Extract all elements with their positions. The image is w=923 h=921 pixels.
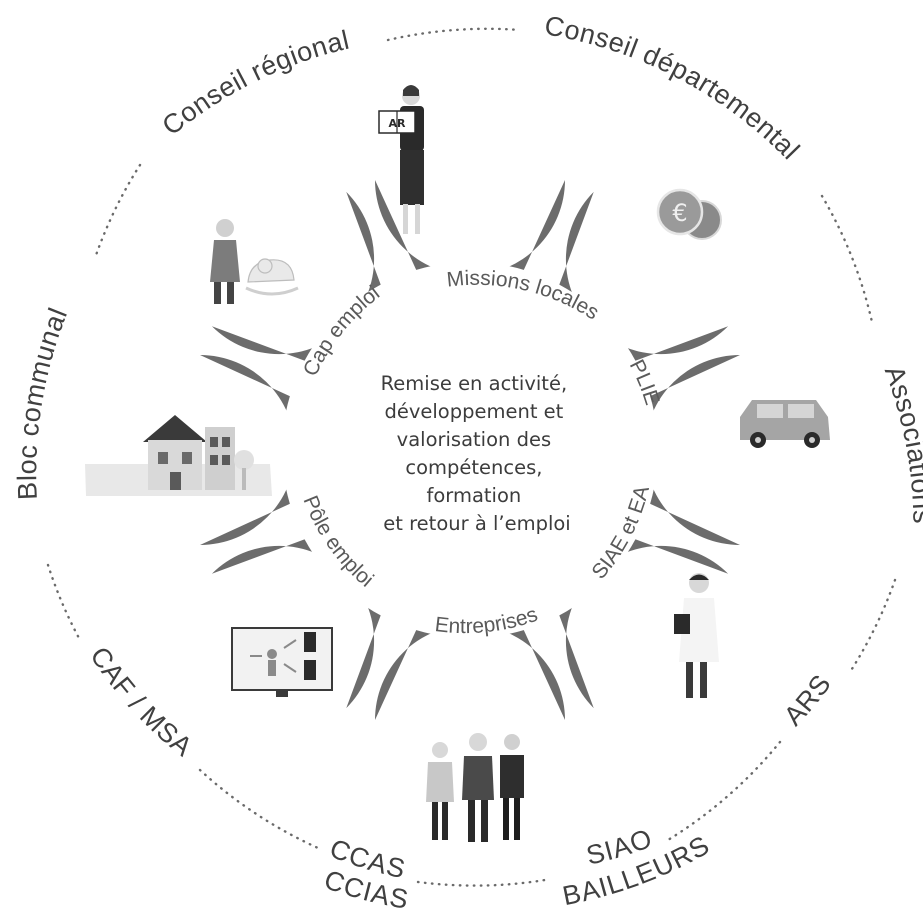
petal-label-resocialisation: Resocialisation & remobilisation <box>424 672 529 724</box>
outer-label-conseil-departemental: Conseil départemental <box>542 10 805 165</box>
svg-text:€: € <box>672 199 687 227</box>
ar-badge-text: AR <box>389 117 407 130</box>
houses-icon <box>85 415 272 496</box>
car-icon <box>740 400 830 448</box>
petal-label-sante: Santé <box>611 624 650 640</box>
petal-label-garde: Garde d'enfant <box>280 212 336 246</box>
petal-label-droits: Accès aux droits <box>236 580 303 614</box>
outer-label-caf-msa: CAF / MSA <box>84 641 198 762</box>
outer-dotted-circle <box>46 27 897 887</box>
center-mission-text: Remise en activité, développement et val… <box>381 372 574 535</box>
outer-label-conseil-regional: Conseil régional <box>157 25 353 142</box>
petal-label-mobilite: Mobilité <box>758 472 811 488</box>
screen-icon <box>231 627 333 697</box>
petal-label-logement: Logement <box>194 388 262 404</box>
center-circle <box>282 262 658 638</box>
outer-label-ars: ARS <box>778 669 837 731</box>
outer-label-associations: Associations <box>879 362 923 524</box>
euro-coins-icon: € <box>656 188 722 240</box>
petal-label-finances: Situation financière <box>647 266 714 300</box>
outer-label-bloc-communal: Bloc communal <box>12 303 73 500</box>
child-toy-icon <box>210 219 299 304</box>
teacher-icon: AR <box>378 85 424 234</box>
petal-label-illettrisme: Illettrisme & illectronisme <box>452 148 539 200</box>
group-people-icon <box>426 733 524 842</box>
doctor-icon <box>674 573 719 698</box>
petal-labels: Illettrisme & illectronisme Situation fi… <box>194 148 812 724</box>
